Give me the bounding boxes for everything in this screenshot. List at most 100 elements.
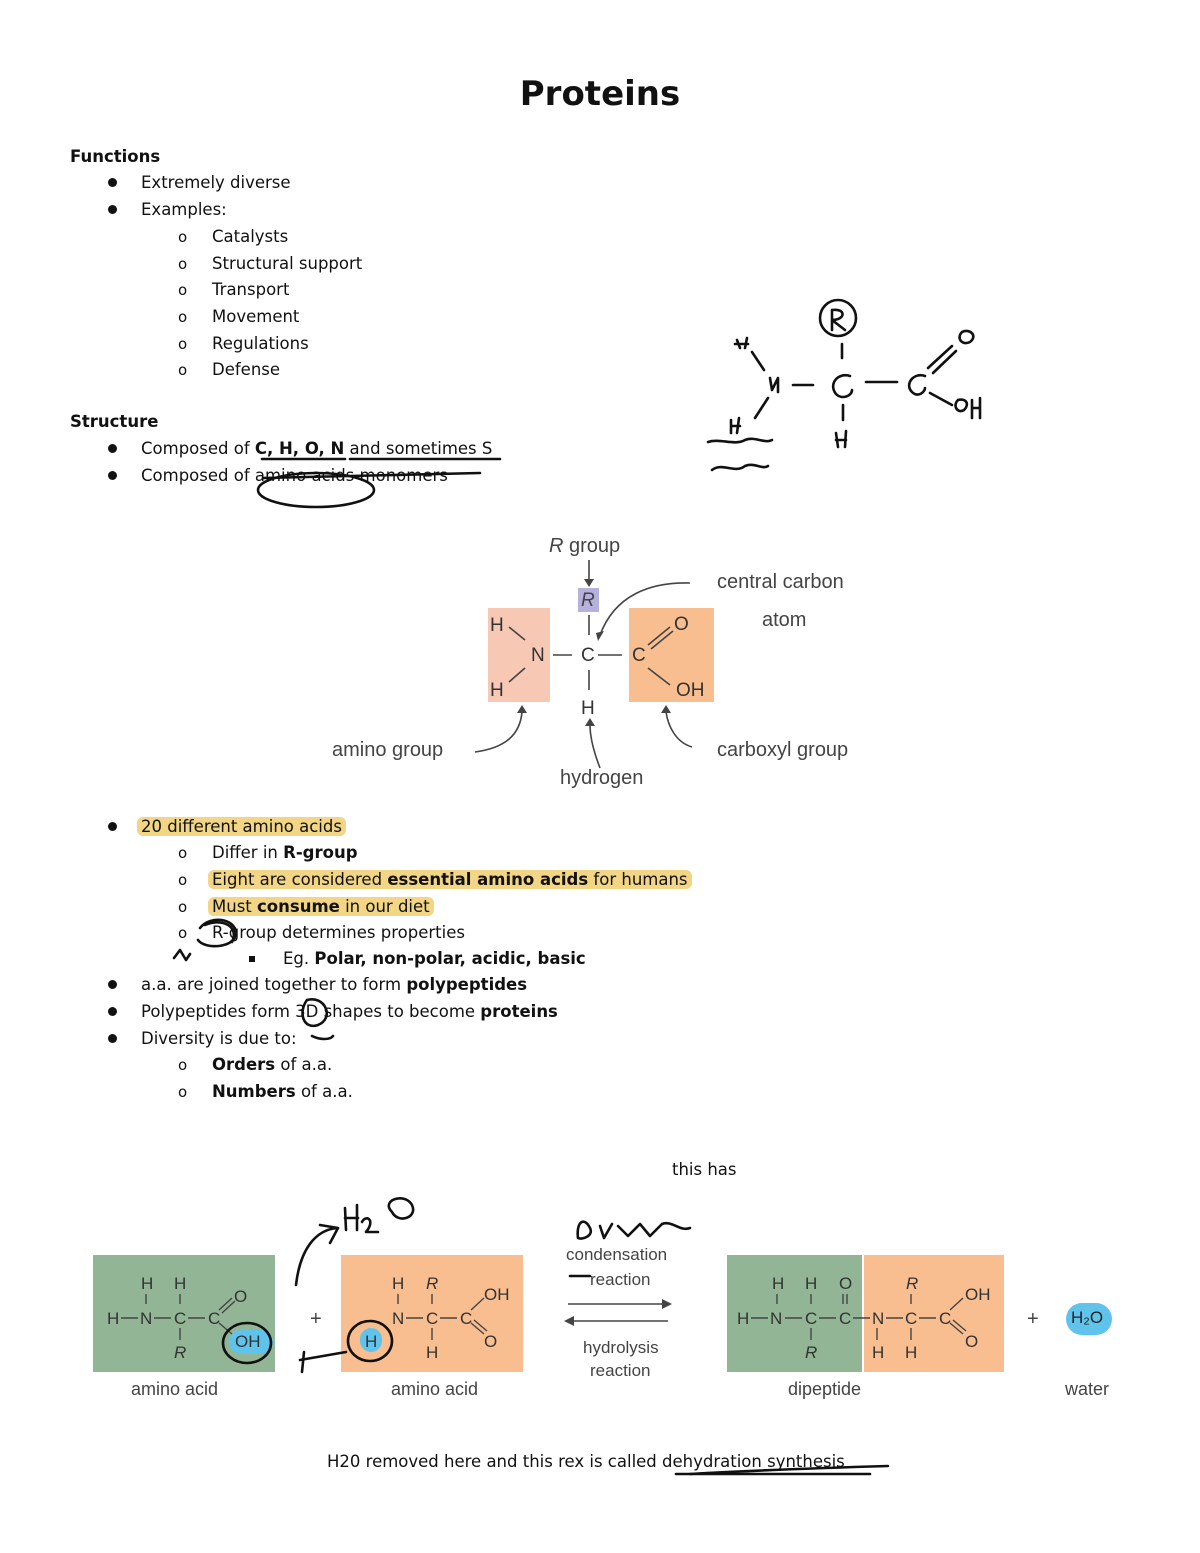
bold-text: Numbers: [212, 1082, 296, 1101]
oh-highlight: [229, 1330, 273, 1354]
n-atom: N: [531, 645, 545, 666]
condensation-label: condensation: [566, 1245, 668, 1264]
list-item: Eight are considered essential amino aci…: [208, 870, 692, 890]
bold-text: Orders: [212, 1055, 276, 1074]
note-text: this has: [672, 1160, 737, 1179]
amino-group-label: amino group: [332, 739, 444, 761]
list-item: Numbers of a.a.: [212, 1082, 353, 1102]
h-highlight: [360, 1328, 382, 1352]
functions-heading: Functions: [70, 147, 161, 166]
sub-bullet: o: [178, 844, 188, 862]
bullet: [108, 1007, 117, 1016]
central-carbon-label: central carbon: [717, 571, 844, 593]
bold-text: R-group: [283, 843, 358, 862]
hydrolysis-label-2: reaction: [590, 1361, 651, 1380]
text: of a.a.: [275, 1055, 333, 1074]
list-item: Diversity is due to:: [141, 1029, 297, 1048]
sub-bullet: o: [178, 1056, 188, 1074]
list-item: Catalysts: [212, 227, 289, 246]
list-item: Composed of amino acids monomers: [141, 466, 448, 486]
oh-group: OH: [676, 680, 705, 701]
sub-bullet: o: [178, 871, 188, 889]
list-item: R-group determines properties: [212, 923, 465, 942]
text: Differ in: [212, 843, 284, 862]
list-item: Examples:: [141, 200, 227, 219]
sub-bullet: o: [178, 1083, 188, 1101]
page-title: Proteins: [519, 74, 681, 114]
dipeptide-box-green: [727, 1255, 862, 1372]
amino-acid-label: amino acid: [131, 1379, 219, 1399]
amino-acid-label: amino acid: [391, 1379, 479, 1399]
text: R: [549, 535, 564, 557]
text: Composed of: [141, 439, 255, 458]
footer-note: H20 removed here and this rex is called …: [327, 1452, 845, 1471]
bullet: [108, 444, 117, 453]
dipeptide-box-orange: [864, 1255, 1004, 1372]
r-atom: R: [581, 590, 595, 611]
list-item: Defense: [212, 360, 281, 379]
amino-acid-box-1: [93, 1255, 275, 1372]
amino-acid-box-2: [341, 1255, 523, 1372]
plus-sign: +: [1027, 1308, 1039, 1330]
list-item: Extremely diverse: [141, 173, 291, 192]
list-item: Structural support: [212, 254, 363, 273]
list-item: Regulations: [212, 334, 309, 353]
bullet: [108, 1034, 117, 1043]
bold-text: Polar, non-polar, acidic, basic: [314, 949, 586, 968]
text: Composed of: [141, 466, 255, 485]
dipeptide-label: dipeptide: [788, 1379, 862, 1399]
carboxyl-group-label: carboxyl group: [717, 739, 849, 761]
bold-text: consume: [257, 897, 340, 916]
list-item: Orders of a.a.: [212, 1055, 332, 1075]
h-atom: H: [581, 698, 595, 719]
c-atom: C: [581, 645, 595, 666]
highlight: 20 different amino acids: [137, 817, 346, 836]
list-item: a.a. are joined together to form polypep…: [141, 975, 527, 995]
list-item: Composed of C, H, O, N and sometimes S: [141, 439, 492, 459]
text: in our diet: [339, 897, 430, 916]
sub-bullet: o: [178, 335, 188, 353]
condensation-label-2: reaction: [590, 1270, 651, 1289]
list-item: Movement: [212, 307, 300, 326]
sub-bullet: o: [178, 898, 188, 916]
hydrolysis-label: hydrolysis: [583, 1338, 659, 1357]
sub-bullet: o: [178, 361, 188, 379]
sub-bullet: o: [178, 228, 188, 246]
list-item: Polypeptides form 3D shapes to become pr…: [141, 1002, 558, 1022]
c-atom: C: [632, 645, 646, 666]
bullet: [108, 980, 117, 989]
list-item: 20 different amino acids: [137, 817, 346, 837]
plus-sign: +: [310, 1308, 322, 1330]
text: a.a. are joined together to form: [141, 975, 407, 994]
bold-text: proteins: [480, 1002, 558, 1021]
r-group-box: [578, 588, 599, 612]
sub-bullet: o: [178, 255, 188, 273]
h-atom: H: [490, 680, 504, 701]
central-carbon-label-2: atom: [762, 609, 807, 631]
water-label: water: [1065, 1379, 1110, 1399]
h-atom: H: [490, 615, 504, 636]
bullet: [108, 822, 117, 831]
text: Polypeptides form 3D shapes to become: [141, 1002, 481, 1021]
bullet: [108, 205, 117, 214]
structure-heading: Structure: [70, 412, 159, 431]
bold-text: essential amino acids: [387, 870, 589, 889]
text: of a.a.: [295, 1082, 353, 1101]
bullet: [108, 471, 117, 480]
list-item: Differ in R-group: [212, 843, 358, 863]
bullet: [108, 178, 117, 187]
sub-sub-bullet: [249, 956, 255, 962]
list-item: Must consume in our diet: [208, 897, 434, 917]
sub-bullet: o: [178, 308, 188, 326]
water-formula: H₂O: [1071, 1308, 1104, 1327]
sub-bullet: o: [178, 281, 188, 299]
bold-text: polypeptides: [406, 975, 528, 994]
text: and sometimes S: [344, 439, 493, 458]
list-item: Transport: [212, 280, 290, 299]
text: Must: [212, 897, 258, 916]
sub-bullet: o: [178, 924, 188, 942]
text: for humans: [588, 870, 688, 889]
water-bubble: [1066, 1303, 1112, 1335]
hydrogen-label: hydrogen: [560, 767, 644, 789]
text: Eg.: [283, 949, 315, 968]
